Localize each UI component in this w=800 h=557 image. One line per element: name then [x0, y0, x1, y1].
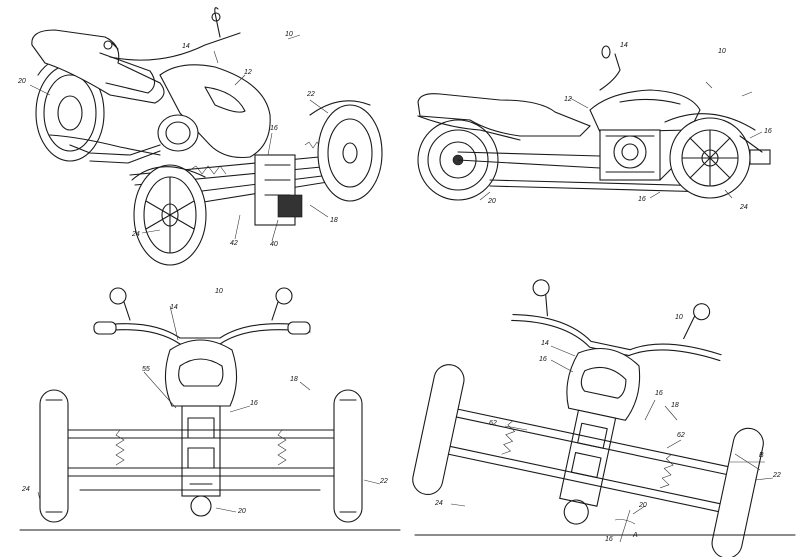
front-view-leaning-drawing: [412, 279, 796, 557]
ref-14: 14: [620, 42, 628, 49]
front-bumper: [749, 149, 771, 165]
front-view-upright: 14 10 55 18 16 24 22 20: [19, 280, 401, 540]
ref-18: 18: [330, 217, 338, 224]
front-view-leaning: 14 10 16 62 16 18 62 B 24 22 20 16 A: [412, 279, 796, 557]
right-front-wheel: [711, 427, 764, 557]
fuel-tank: [164, 339, 238, 407]
left-front-wheel: [39, 389, 69, 523]
left-shock: [501, 420, 516, 455]
fuel-tank: [589, 89, 701, 133]
ref-B: B: [759, 452, 764, 459]
ref-40: 40: [270, 241, 278, 248]
ref-A: A: [633, 532, 638, 539]
ref-12: 12: [244, 69, 252, 76]
ref-16-bottom: 16: [605, 536, 613, 543]
exhaust: [49, 134, 161, 156]
seat: [417, 93, 591, 137]
ref-16: 16: [270, 125, 278, 132]
lower-crossbar: [445, 444, 725, 506]
ref-24: 24: [22, 486, 30, 493]
ref-18: 18: [290, 376, 298, 383]
ref-62-right: 62: [677, 432, 685, 439]
left-front-wheel: [412, 364, 465, 496]
ref-24: 24: [435, 500, 443, 507]
perspective-view: 14 10 12 20 22 16 18 24 42 40: [10, 5, 390, 270]
perspective-view-drawing: [29, 7, 383, 266]
ref-22: 22: [380, 478, 388, 485]
lower-frame: [489, 179, 711, 187]
ref-24: 24: [740, 204, 748, 211]
ref-10: 10: [718, 48, 726, 55]
ref-14: 14: [541, 340, 549, 347]
rear-wheel-hint: [563, 499, 589, 525]
side-view: 14 10 12 16 20 16 24: [410, 40, 790, 220]
ref-20: 20: [18, 78, 26, 85]
ref-16-front: 16: [764, 128, 772, 135]
ref-55: 55: [142, 366, 150, 373]
ref-18: 18: [671, 402, 679, 409]
front-view-upright-drawing: [19, 287, 401, 531]
fuel-tank: [159, 64, 271, 159]
ref-16-frame: 16: [638, 196, 646, 203]
engine: [157, 114, 199, 152]
ref-16: 16: [250, 400, 258, 407]
left-mirror: [532, 279, 550, 297]
ref-16-top: 16: [539, 356, 547, 363]
ref-22: 22: [307, 91, 315, 98]
ref-10: 10: [675, 314, 683, 321]
ref-22: 22: [773, 472, 781, 479]
left-shock: [115, 429, 125, 466]
ref-62-left: 62: [489, 420, 497, 427]
handlebar: [512, 313, 722, 356]
ref-20: 20: [639, 502, 647, 509]
upper-crossbar: [453, 407, 733, 468]
left-mirror: [109, 287, 127, 305]
lean-axis-a: [619, 509, 631, 543]
ref-24: 24: [132, 231, 140, 238]
ref-14: 14: [182, 43, 190, 50]
handlebar: [109, 32, 241, 61]
ref-20: 20: [238, 508, 246, 515]
fuel-tank: [566, 347, 641, 421]
right-shock: [277, 429, 287, 466]
ref-42: 42: [230, 240, 238, 247]
side-view-drawing: [417, 45, 771, 201]
swingarm: [457, 159, 601, 169]
rear-wheel-hint: [190, 495, 212, 517]
ref-10: 10: [215, 288, 223, 295]
ref-14: 14: [170, 304, 178, 311]
right-shock: [659, 454, 674, 489]
seat: [31, 29, 165, 104]
ref-12: 12: [564, 96, 572, 103]
handlebar: [95, 323, 311, 339]
left-spring: [189, 165, 227, 175]
ref-16-right: 16: [655, 390, 663, 397]
ref-20: 20: [488, 198, 496, 205]
ref-10: 10: [285, 31, 293, 38]
right-mirror: [275, 287, 293, 305]
right-front-wheel: [333, 389, 363, 523]
right-mirror: [693, 303, 711, 321]
handlebar: [599, 53, 621, 91]
